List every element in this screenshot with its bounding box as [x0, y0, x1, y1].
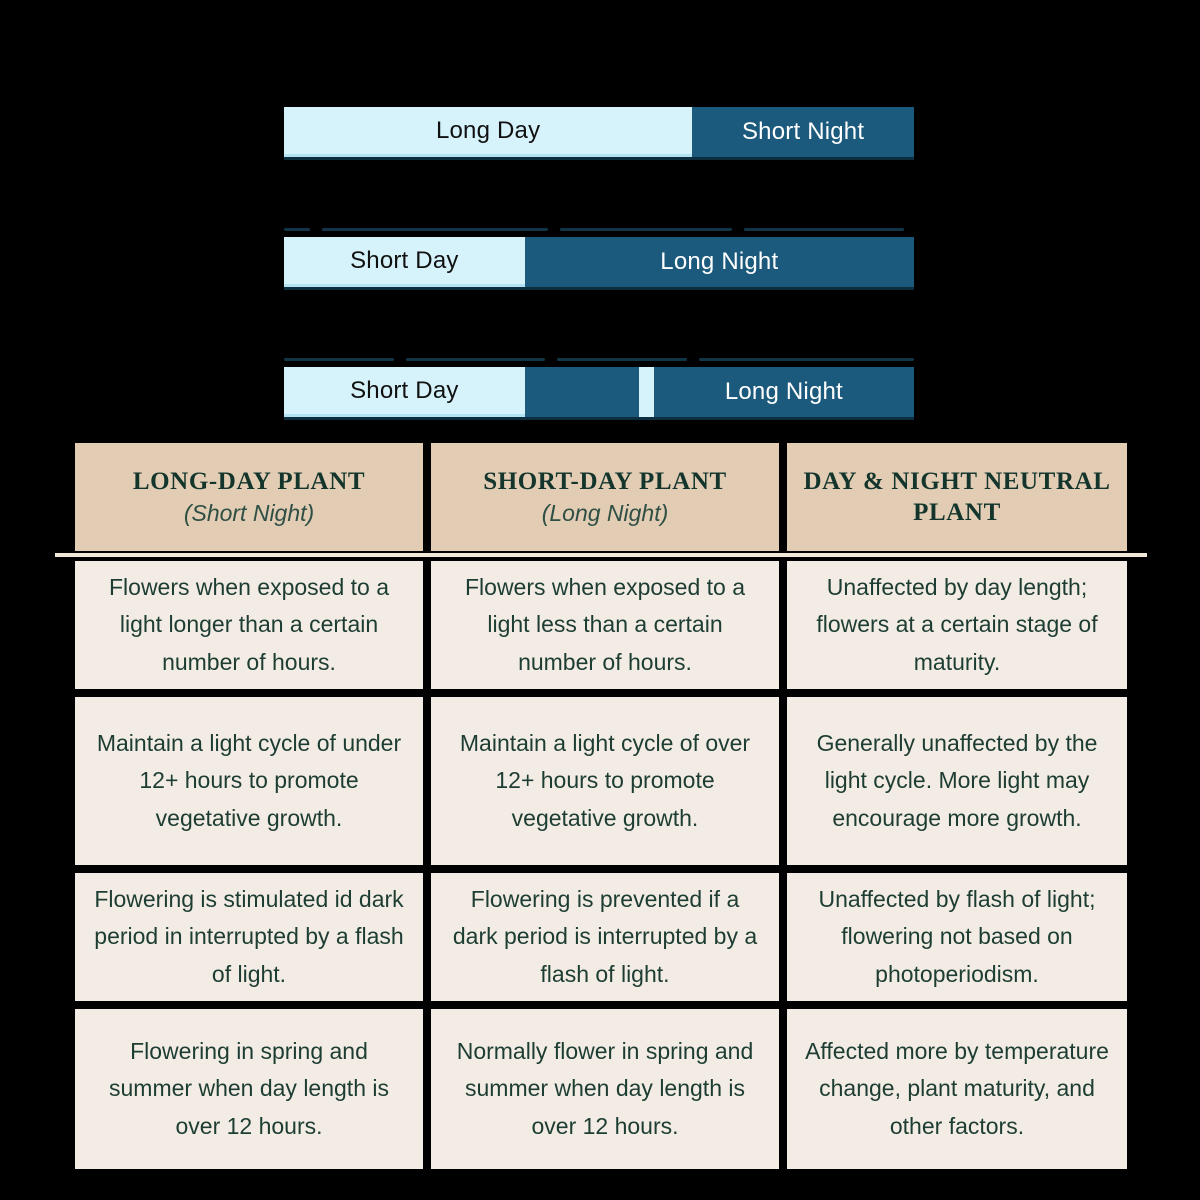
table-cell: Flowering is stimulated id dark period i… [75, 873, 423, 1001]
tick-mark [698, 358, 914, 361]
bar-short-day-long-night-interrupted: Short Day Long Night [284, 367, 914, 417]
column-header-title: SHORT-DAY PLANT [483, 467, 727, 495]
table-cell: Flowers when exposed to a light less tha… [431, 561, 779, 689]
table-cell: Affected more by temperature change, pla… [787, 1009, 1127, 1169]
table-row: Maintain a light cycle of under 12+ hour… [75, 697, 1127, 865]
tick-mark [322, 228, 548, 231]
tick-mark [405, 358, 546, 361]
table-cell: Normally flower in spring and summer whe… [431, 1009, 779, 1169]
table-cell: Unaffected by day length; flowers at a c… [787, 561, 1127, 689]
bar-3-tick-marks [284, 358, 914, 362]
header-divider-rule [55, 553, 1147, 557]
column-header-subtitle: (Short Night) [183, 499, 315, 526]
table-row: Flowering is stimulated id dark period i… [75, 873, 1127, 1001]
plant-comparison-table: LONG-DAY PLANT (Short Night) SHORT-DAY P… [55, 443, 1147, 1169]
table-cell: Maintain a light cycle of over 12+ hours… [431, 697, 779, 865]
segment-long-day: Long Day [284, 107, 693, 157]
table-cell: Maintain a light cycle of under 12+ hour… [75, 697, 423, 865]
tick-mark [560, 228, 732, 231]
tick-mark [557, 358, 687, 361]
bar-long-day-short-night: Long Day Short Night [284, 107, 914, 157]
tick-mark [284, 358, 394, 361]
table-cell: Generally unaffected by the light cycle.… [787, 697, 1127, 865]
tick-mark [284, 228, 310, 231]
column-header-title: LONG-DAY PLANT [132, 467, 366, 495]
segment-short-day: Short Day [284, 367, 525, 417]
segment-short-day: Short Day [284, 237, 525, 287]
flash-of-light-icon [638, 367, 654, 417]
table-row: Flowers when exposed to a light longer t… [75, 551, 1127, 689]
segment-long-night: Long Night [524, 237, 914, 287]
table-cell: Flowers when exposed to a light longer t… [75, 561, 423, 689]
column-header-subtitle: (Long Night) [541, 499, 669, 526]
column-header-long-day-plant: LONG-DAY PLANT (Short Night) [75, 443, 423, 551]
table-header-row: LONG-DAY PLANT (Short Night) SHORT-DAY P… [55, 443, 1147, 557]
segment-short-night: Short Night [692, 107, 914, 157]
segment-night-before-flash [524, 367, 639, 417]
column-header-short-day-plant: SHORT-DAY PLANT (Long Night) [431, 443, 779, 551]
bar-short-day-long-night: Short Day Long Night [284, 237, 914, 287]
column-header-title: DAY & NIGHT NEUTRAL PLANT [803, 468, 1111, 526]
bar-2-tick-marks [284, 228, 914, 232]
table-cell: Flowering is prevented if a dark period … [431, 873, 779, 1001]
segment-long-night: Long Night [653, 367, 914, 417]
tick-mark [744, 228, 904, 231]
table-cell: Unaffected by flash of light; flowering … [787, 873, 1127, 1001]
table-row: Flowering in spring and summer when day … [75, 1009, 1127, 1169]
table-cell: Flowering in spring and summer when day … [75, 1009, 423, 1169]
column-header-day-night-neutral-plant: DAY & NIGHT NEUTRAL PLANT [787, 443, 1127, 551]
